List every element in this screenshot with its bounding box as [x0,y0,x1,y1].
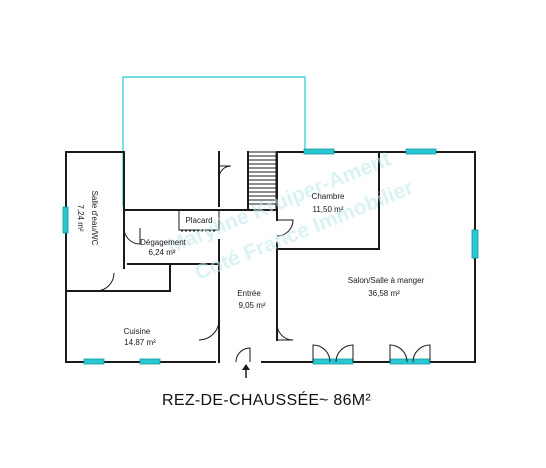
french-door-salon-2 [389,344,431,365]
entrance-arrow [242,364,250,378]
door-swings [95,165,294,363]
window-top-salon [405,148,437,155]
window-sdb-left [62,206,69,234]
room-sdb: Salle d'eau/WC 7,24 m² [76,191,99,246]
room-salon-name: Salon/Salle à manger [348,276,425,285]
room-salon-area: 36,58 m² [368,289,400,298]
window-top-chambre [303,148,335,155]
plan-area: ~ 86M² [319,392,371,409]
window-right-salon [471,229,479,259]
staircase [247,151,277,211]
french-door-salon-1 [312,344,354,365]
room-sdb-name: Salle d'eau/WC [90,191,99,246]
room-degagement-area: 6,24 m² [148,248,175,257]
room-degagement-name: Dégagement [140,238,187,247]
room-entree-area: 9,05 m² [238,301,265,310]
room-chambre-area: 11,50 m² [313,205,344,214]
room-cuisine-name: Cuisine [124,327,151,336]
room-placard-name: Placard [185,216,212,225]
windows [62,148,479,365]
room-sdb-area: 7,24 m² [76,204,85,231]
window-cuisine-2 [139,358,161,365]
window-cuisine-1 [83,358,105,365]
room-entree-name: Entrée [237,289,261,298]
room-chambre-name: Chambre [312,192,345,201]
terrace-outline [122,76,306,206]
room-cuisine-area: 14,87 m² [124,338,156,347]
plan-title: REZ-DE-CHAUSSÉE [162,390,319,409]
